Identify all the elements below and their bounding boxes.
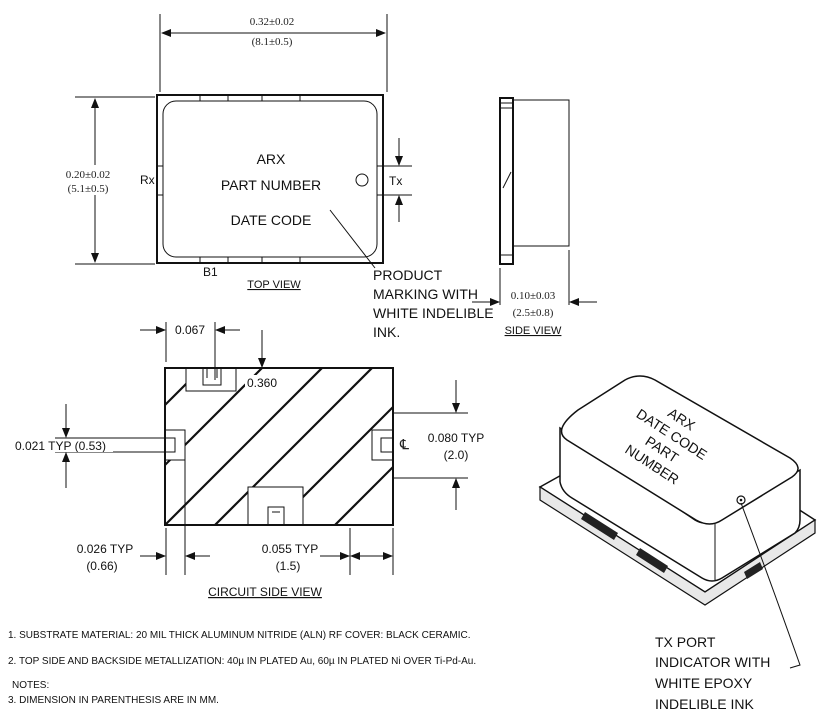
tx-label: Tx xyxy=(389,174,402,188)
bottom-pad xyxy=(267,506,285,526)
hatch-line xyxy=(150,360,170,380)
top-view-caption: TOP VIEW xyxy=(247,279,301,291)
lid-outline xyxy=(162,100,378,258)
top-pad xyxy=(202,367,222,386)
dim-0055-mm: (1.5) xyxy=(276,559,301,573)
marking-callout-line3: WHITE INDELIBLE xyxy=(373,305,494,321)
dim-0055-inch: 0.055 TYP xyxy=(262,542,318,556)
height-dimension-label-bg xyxy=(58,165,120,195)
marking-callout-line2: MARKING WITH xyxy=(373,286,478,302)
isometric-view: ARX DATE CODE PART NUMBER TX PORT INDICA… xyxy=(538,375,817,712)
dim-0080-label-bg xyxy=(422,430,490,462)
hatch-line xyxy=(213,368,374,525)
hatch-line xyxy=(333,465,393,525)
hatch-line xyxy=(165,368,204,407)
side-view-detail xyxy=(502,171,512,189)
marking-callout-line4: INK. xyxy=(373,324,400,340)
note-3: 3. DIMENSION IN PARENTHESIS ARE IN MM. xyxy=(8,695,219,706)
notes: 1. SUBSTRATE MATERIAL: 20 MIL THICK ALUM… xyxy=(8,630,476,706)
dim-0067: 0.067 xyxy=(175,323,205,337)
marking-callout-line1: PRODUCT xyxy=(373,267,443,283)
dim-0026-inch: 0.026 TYP xyxy=(77,542,133,556)
note-2: 2. TOP SIDE AND BACKSIDE METALLIZATION: … xyxy=(8,656,476,667)
note-1: 1. SUBSTRATE MATERIAL: 20 MIL THICK ALUM… xyxy=(8,630,471,641)
iso-pad xyxy=(636,548,668,573)
tx-callout-line1: TX PORT xyxy=(655,634,716,650)
centerline-symbol: ℄ xyxy=(399,438,409,453)
tx-callout-line3: WHITE EPOXY xyxy=(655,675,753,691)
width-dimension-mm: (8.1±0.5) xyxy=(252,36,293,48)
dim-0021-label-bg xyxy=(15,439,113,452)
dim-0021: 0.021 TYP (0.53) xyxy=(15,439,106,453)
height-dimension-inch: 0.20±0.02 xyxy=(66,169,111,181)
iso-lid-top xyxy=(560,375,799,525)
hatch-line xyxy=(165,368,324,525)
side-dimension-mm: (2.5±0.8) xyxy=(513,307,554,319)
right-pad xyxy=(380,437,394,453)
width-dimension-inch: 0.32±0.02 xyxy=(250,16,295,28)
dim-0026-label-bg xyxy=(74,540,136,572)
tx-port-dot-icon xyxy=(355,173,369,187)
circuit-outline xyxy=(164,367,394,526)
dim-0080-inch: 0.080 TYP xyxy=(428,431,484,445)
tx-callout-line2: INDICATOR WITH xyxy=(655,654,770,670)
iso-pad xyxy=(744,562,763,579)
top-view: 0.32±0.02 (8.1±0.5) 0.20±0.02 (5.1±0.5) … xyxy=(58,14,494,340)
tx-port-callout-leader xyxy=(740,502,801,669)
dim-0080-mm: (2.0) xyxy=(444,448,469,462)
dim-0360: 0.360 xyxy=(247,376,277,390)
side-view-base xyxy=(499,97,514,265)
rx-label: Rx xyxy=(140,173,155,187)
side-view: 0.10±0.03 (2.5±0.8) SIDE VIEW xyxy=(472,97,597,337)
notes-heading: NOTES: xyxy=(12,680,49,691)
dim-0360-label-bg xyxy=(245,375,279,389)
package-outline xyxy=(156,94,384,264)
height-dimension-mm: (5.1±0.5) xyxy=(68,183,109,195)
b1-label: B1 xyxy=(203,265,218,279)
dim-0026-mm: (0.66) xyxy=(86,559,117,573)
marking-callout-leader xyxy=(329,209,376,269)
tx-callout-line4: INDELIBLE INK xyxy=(655,696,754,712)
side-view-lid xyxy=(513,99,570,247)
circuit-side-view: 0.067 0.360 0.021 TYP (0.53) ℄ 0.080 TYP… xyxy=(15,322,490,599)
side-dimension-inch: 0.10±0.03 xyxy=(511,290,556,302)
marking-arx: ARX xyxy=(257,151,286,167)
left-pad xyxy=(164,437,176,453)
circuit-view-caption: CIRCUIT SIDE VIEW xyxy=(208,585,322,599)
marking-part-number: PART NUMBER xyxy=(221,177,321,193)
side-view-caption: SIDE VIEW xyxy=(505,325,562,337)
iso-pad xyxy=(581,512,618,540)
iso-tx-port-dot-center xyxy=(739,498,743,502)
marking-date-code: DATE CODE xyxy=(231,212,312,228)
